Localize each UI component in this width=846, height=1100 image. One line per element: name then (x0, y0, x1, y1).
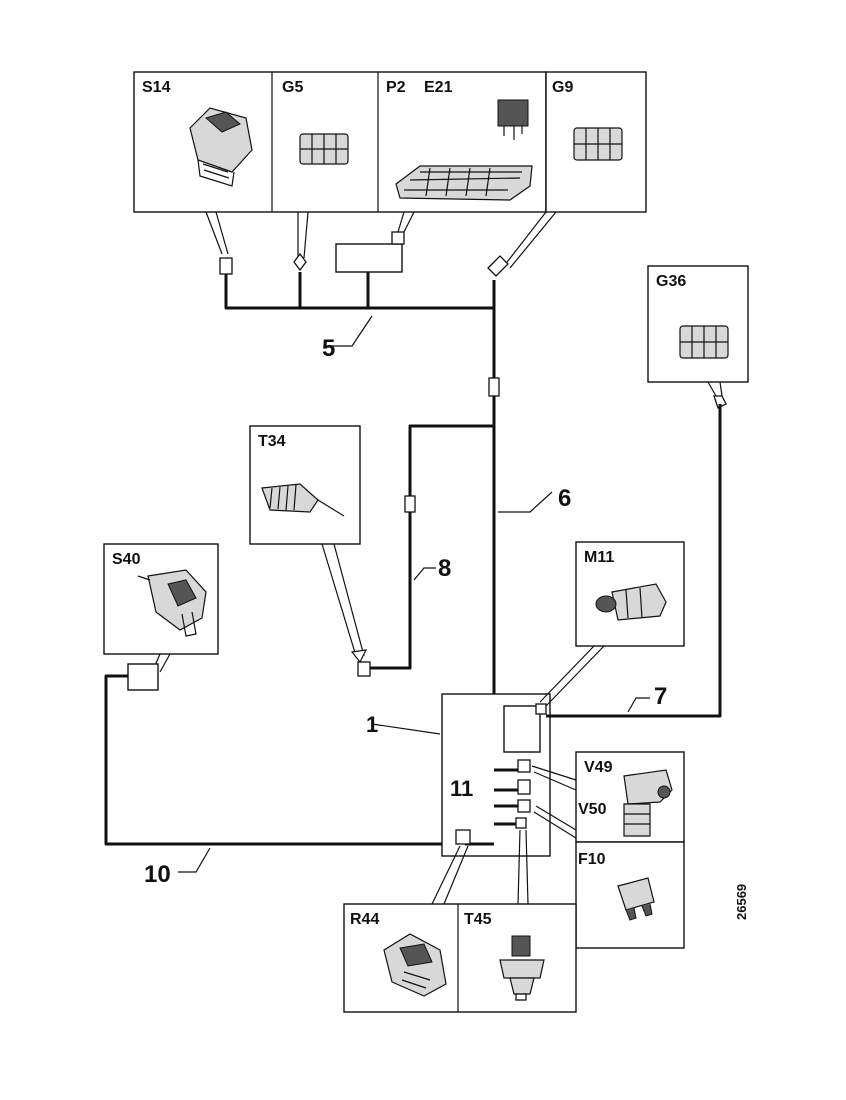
callout-6: 6 (558, 485, 571, 512)
callout-6-leader (498, 491, 553, 513)
label-f10: F10 (578, 851, 606, 868)
v50-pointer (533, 805, 577, 839)
fusebox-e21-icon (395, 165, 533, 201)
valve-v49-v50-icon (623, 769, 673, 837)
callout-11: 11 (450, 776, 473, 801)
wire-5 (219, 231, 509, 310)
switch-s14-icon (189, 107, 253, 187)
t34-box (249, 425, 361, 545)
resistor-r44-icon (383, 933, 447, 997)
t34-pointer (321, 543, 365, 657)
label-v49: V49 (584, 759, 613, 776)
callout-10-leader (178, 847, 211, 873)
connector-g5-icon (299, 133, 349, 165)
label-g5: G5 (282, 79, 303, 96)
label-g9: G9 (552, 79, 573, 96)
reference-code: 26569 (734, 884, 749, 920)
label-t45: T45 (464, 911, 492, 928)
g36-pointer (707, 381, 723, 397)
motor-m11-icon (595, 583, 667, 621)
m11-pointer (539, 645, 605, 707)
label-e21: E21 (424, 79, 453, 96)
label-r44: R44 (350, 911, 379, 928)
connector-g9-icon (573, 127, 623, 161)
label-v50: V50 (578, 801, 607, 818)
relay-p2-icon (497, 99, 529, 140)
callout-8-leader (413, 567, 436, 581)
connector-g36-icon (679, 325, 729, 359)
r44-pointer (431, 845, 469, 905)
sensor-t34-icon (261, 483, 345, 517)
top-pointers (205, 211, 557, 269)
wire-7 (546, 404, 722, 718)
label-g36: G36 (656, 273, 686, 290)
t45-pointer (517, 829, 529, 905)
g36-box (647, 265, 749, 383)
callout-7: 7 (654, 683, 667, 710)
wire-11 (455, 759, 531, 846)
central-unit-1 (441, 693, 551, 857)
wire-8 (357, 424, 494, 677)
callout-5: 5 (322, 335, 335, 362)
label-s14: S14 (142, 79, 171, 96)
label-t34: T34 (258, 433, 286, 450)
callout-10: 10 (144, 861, 171, 888)
label-s40: S40 (112, 551, 141, 568)
callout-8: 8 (438, 555, 451, 582)
callout-1-leader (371, 723, 441, 735)
fuse-f10-icon (617, 877, 655, 921)
g36-connector (713, 395, 727, 409)
callout-5-leader (324, 315, 373, 347)
callout-1: 1 (366, 712, 378, 737)
callout-7-leader (627, 697, 650, 713)
wire-10 (104, 663, 456, 846)
bottom-component-panel (343, 903, 577, 1013)
sensor-t45-icon (499, 935, 545, 1001)
label-m11: M11 (584, 549, 614, 566)
switch-s40-icon (137, 569, 207, 637)
t34-arrowhead (350, 649, 368, 664)
v49-pointer (531, 765, 577, 791)
label-p2: P2 (386, 79, 406, 96)
